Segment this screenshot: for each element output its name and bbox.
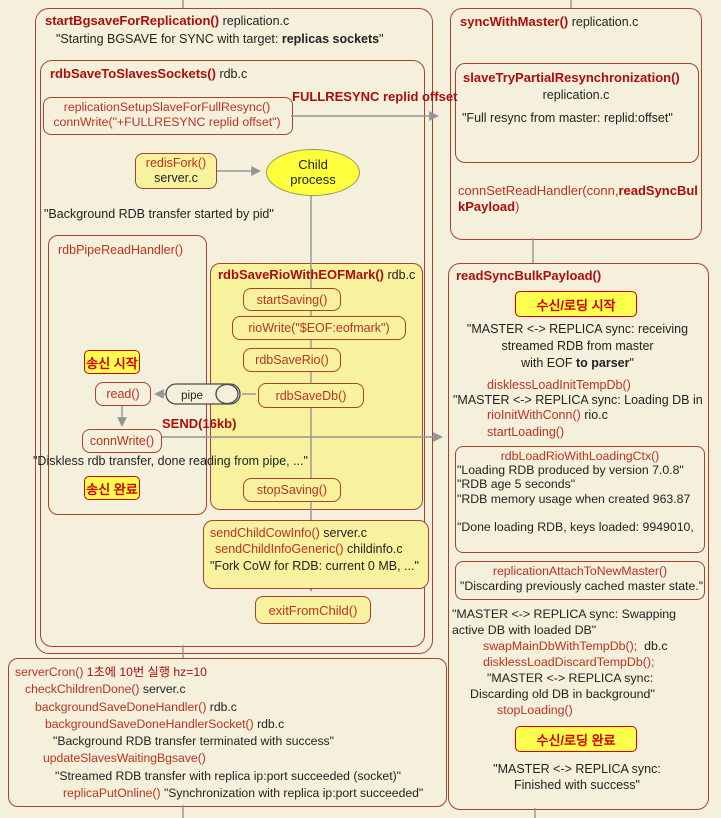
loading-db-quote: "MASTER <-> REPLICA sync: Loading DB in: [453, 393, 703, 407]
sync-with-master-header: syncWithMaster() replication.c: [460, 14, 639, 29]
cow-quote: "Fork CoW for RDB: current 0 MB, ...": [210, 559, 419, 573]
rdb-load-rio-box: [455, 446, 705, 553]
diskless-quote: "Diskless rdb transfer, done reading fro…: [33, 454, 308, 468]
step-start-saving: startSaving(): [243, 288, 341, 311]
slave-try-partial-fn: slaveTryPartialResynchronization(): [463, 70, 680, 85]
fullresync-arrow-label: FULLRESYNC replid offset: [292, 89, 458, 104]
connwrite-box: connWrite(): [82, 429, 162, 453]
pipe-label: pipe: [181, 390, 203, 402]
replication-setup-box: [43, 97, 293, 135]
rdb-pipe-read-handler-box: [48, 235, 207, 515]
diskless-init-fn: disklessLoadInitTempDb(): [487, 378, 631, 392]
slaves-sockets-header: rdbSaveToSlavesSockets() rdb.c: [50, 66, 248, 81]
step-riowrite-eof: rioWrite("$EOF:eofmark"): [232, 316, 406, 340]
slave-try-partial-box: [455, 63, 699, 163]
server-cron-box: [8, 658, 447, 807]
step-stop-saving: stopSaving(): [243, 478, 341, 502]
start-loading-fn: startLoading(): [487, 425, 565, 439]
badge-recv-start: 수신/로딩 시작: [515, 291, 637, 317]
swap-db-text: "MASTER <-> REPLICA sync: Swapping activ…: [452, 607, 677, 717]
pipe-handler-label: rdbPipeReadHandler(): [58, 243, 184, 257]
slave-try-partial-file: replication.c: [542, 88, 610, 102]
send-label: SEND(16kb): [162, 416, 237, 431]
cow-info-box: sendChildCowInfo() server.c sendChildInf…: [203, 520, 429, 589]
rdb-load-rio-text: rdbLoadRioWithLoadingCtx() "Loading RDB …: [457, 449, 694, 534]
start-bgsave-header: startBgsaveForReplication() replication.…: [45, 13, 290, 28]
read-sync-header: readSyncBulkPayload(): [456, 268, 602, 283]
bg-started-quote: "Background RDB transfer started by pid": [44, 207, 274, 221]
recv-quote: "MASTER <-> REPLICA sync: receiving stre…: [466, 322, 689, 370]
badge-recv-done: 수신/로딩 완료: [515, 726, 637, 752]
child-process-node: Child process: [266, 149, 360, 196]
slave-try-partial-quote: "Full resync from master: replid:offset": [462, 111, 673, 125]
start-bgsave-quote: "Starting BGSAVE for SYNC with target: r…: [56, 32, 384, 46]
read-box: read(): [95, 382, 151, 406]
start-bgsave-box: [35, 8, 433, 654]
final-quote: "MASTER <-> REPLICA sync: Finished with …: [493, 762, 661, 792]
replication-setup-text: replicationSetupSlaveForFullResync() con…: [53, 100, 281, 129]
pipe-end-icon: [215, 383, 239, 405]
rio-init-fn: rioInitWithConn() rio.c: [487, 408, 608, 422]
conn-set-read-handler: connSetReadHandler(conn,readSyncBul kPay…: [458, 183, 698, 214]
sync-with-master-box: [450, 8, 702, 240]
badge-send-done: 송신 완료: [84, 476, 140, 500]
attach-new-master-box: [455, 561, 705, 600]
redis-fork-box: redisFork() server.c: [135, 153, 217, 189]
badge-send-start: 송신 시작: [84, 350, 140, 374]
rdb-save-to-slaves-box: [40, 60, 425, 647]
exit-from-child-box: exitFromChild(): [255, 596, 371, 624]
step-rdb-save-db: rdbSaveDb(): [258, 383, 364, 408]
attach-new-master-text: replicationAttachToNewMaster() "Discardi…: [460, 564, 704, 593]
server-cron-text: serverCron() 1초에 10번 실행 hz=10 checkChild…: [15, 665, 424, 801]
step-rdb-save-rio: rdbSaveRio(): [243, 348, 341, 372]
read-sync-bulk-payload-box: [448, 263, 709, 810]
eofmark-header: rdbSaveRioWithEOFMark() rdb.c: [218, 267, 416, 282]
